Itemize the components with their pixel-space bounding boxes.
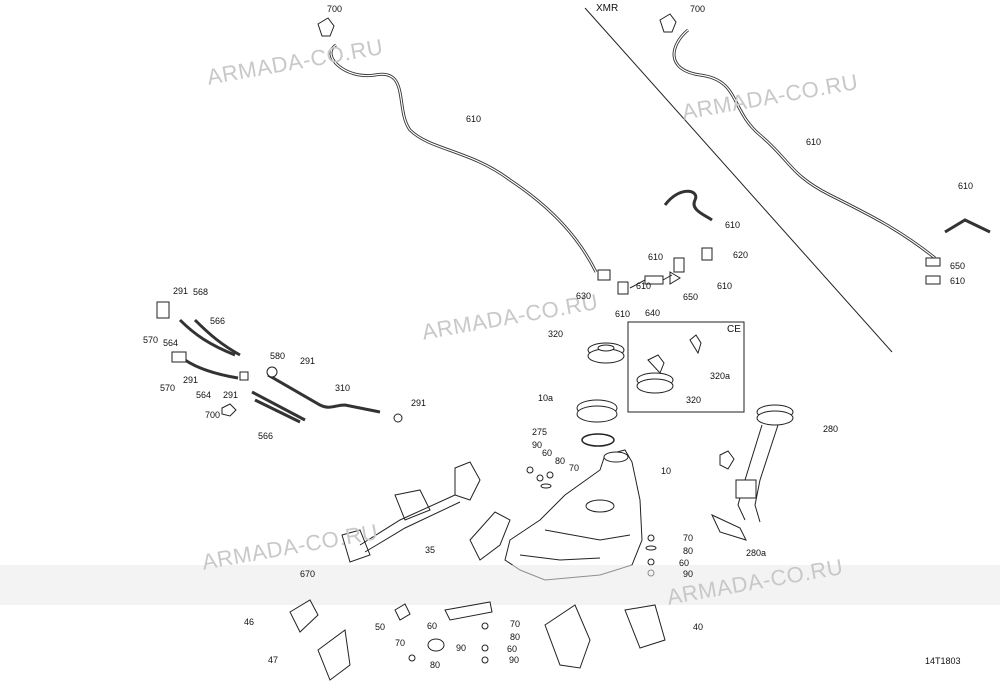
- callout-50: 50: [375, 622, 386, 632]
- callout-291: 291: [411, 398, 427, 408]
- fittings-570: [156, 301, 403, 423]
- callout-610: 610: [950, 276, 966, 286]
- callout-40: 40: [693, 622, 704, 632]
- callout-570: 570: [143, 335, 159, 345]
- gasket-275: [581, 433, 615, 447]
- callout-610: 610: [615, 309, 631, 319]
- callout-700: 700: [205, 410, 221, 420]
- clamp-700-left: [317, 17, 335, 37]
- fuel-tank-10: [504, 449, 643, 581]
- callout-568: 568: [193, 287, 209, 297]
- callout-291: 291: [223, 390, 239, 400]
- callout-70: 70: [569, 463, 580, 473]
- lock-ring-10a: [576, 399, 618, 423]
- callout-291: 291: [183, 375, 199, 385]
- callout-47: 47: [268, 655, 279, 665]
- hose-set-564-566: [178, 318, 306, 424]
- vent-hose-610-left: [329, 43, 598, 273]
- hose-310: [267, 373, 381, 414]
- callout-566: 566: [210, 316, 226, 326]
- callout-90: 90: [456, 643, 467, 653]
- callout-564: 564: [163, 338, 179, 348]
- callout-90: 90: [509, 655, 520, 665]
- vent-hose-610-xmr: [672, 28, 936, 260]
- callout-80: 80: [510, 632, 521, 642]
- noise-band: [0, 565, 1000, 605]
- callout-320: 320: [686, 395, 702, 405]
- heat-shield-35: [469, 511, 511, 561]
- callout-291: 291: [173, 286, 189, 296]
- callout-610: 610: [636, 281, 652, 291]
- callout-650: 650: [950, 261, 966, 271]
- callout-35: 35: [425, 545, 436, 555]
- callout-700: 700: [327, 4, 343, 14]
- y-connector-650-xmr: [944, 218, 991, 234]
- ce-fuel-cap: [636, 334, 702, 394]
- bracket-670: [341, 461, 481, 563]
- callout-280: 280: [823, 424, 839, 434]
- callout-700: 700: [690, 4, 706, 14]
- callout-570: 570: [160, 383, 176, 393]
- callout-60: 60: [679, 558, 690, 568]
- callout-320: 320: [548, 329, 564, 339]
- callout-90: 90: [683, 569, 694, 579]
- callout-60: 60: [507, 644, 518, 654]
- callout-80: 80: [430, 660, 441, 670]
- callout-310: 310: [335, 383, 351, 393]
- callout-60: 60: [542, 448, 553, 458]
- valve-assembly: [597, 247, 713, 295]
- callout-80: 80: [555, 456, 566, 466]
- callout-10a: 10a: [538, 393, 554, 403]
- callout-90: 90: [532, 440, 543, 450]
- fuel-cap-320: [587, 342, 625, 364]
- callout-620: 620: [733, 250, 749, 260]
- figure-id: 14T1803: [925, 656, 961, 666]
- callout-564: 564: [196, 390, 212, 400]
- callout-630: 630: [576, 291, 592, 301]
- callout-291: 291: [300, 356, 316, 366]
- callout-580: 580: [270, 351, 286, 361]
- callout-610: 610: [725, 220, 741, 230]
- callout-670: 670: [300, 569, 316, 579]
- callout-610: 610: [648, 252, 664, 262]
- callout-280a: 280a: [746, 548, 767, 558]
- callout-640: 640: [645, 308, 661, 318]
- clamp-700-right: [659, 13, 677, 33]
- callout-70: 70: [510, 619, 521, 629]
- callout-10: 10: [661, 466, 672, 476]
- callout-70: 70: [395, 638, 406, 648]
- callout-566: 566: [258, 431, 274, 441]
- ce-inset-box: [627, 321, 745, 413]
- callout-46: 46: [244, 617, 255, 627]
- callout-610: 610: [958, 181, 974, 191]
- bottom-guards: [289, 599, 666, 681]
- callout-650: 650: [683, 292, 699, 302]
- callout-320a: 320a: [710, 371, 731, 381]
- callout-60: 60: [427, 621, 438, 631]
- fuel-pump-280: [710, 404, 794, 541]
- xmr-separator-line: [584, 7, 893, 353]
- callout-610: 610: [466, 114, 482, 124]
- ce-label: CE: [727, 324, 741, 335]
- callout-610: 610: [806, 137, 822, 147]
- xmr-label: XMR: [596, 3, 619, 14]
- callout-80: 80: [683, 546, 694, 556]
- callout-70: 70: [683, 533, 694, 543]
- callout-610: 610: [717, 281, 733, 291]
- vent-hose-loop-610: [663, 189, 713, 222]
- callout-275: 275: [532, 427, 548, 437]
